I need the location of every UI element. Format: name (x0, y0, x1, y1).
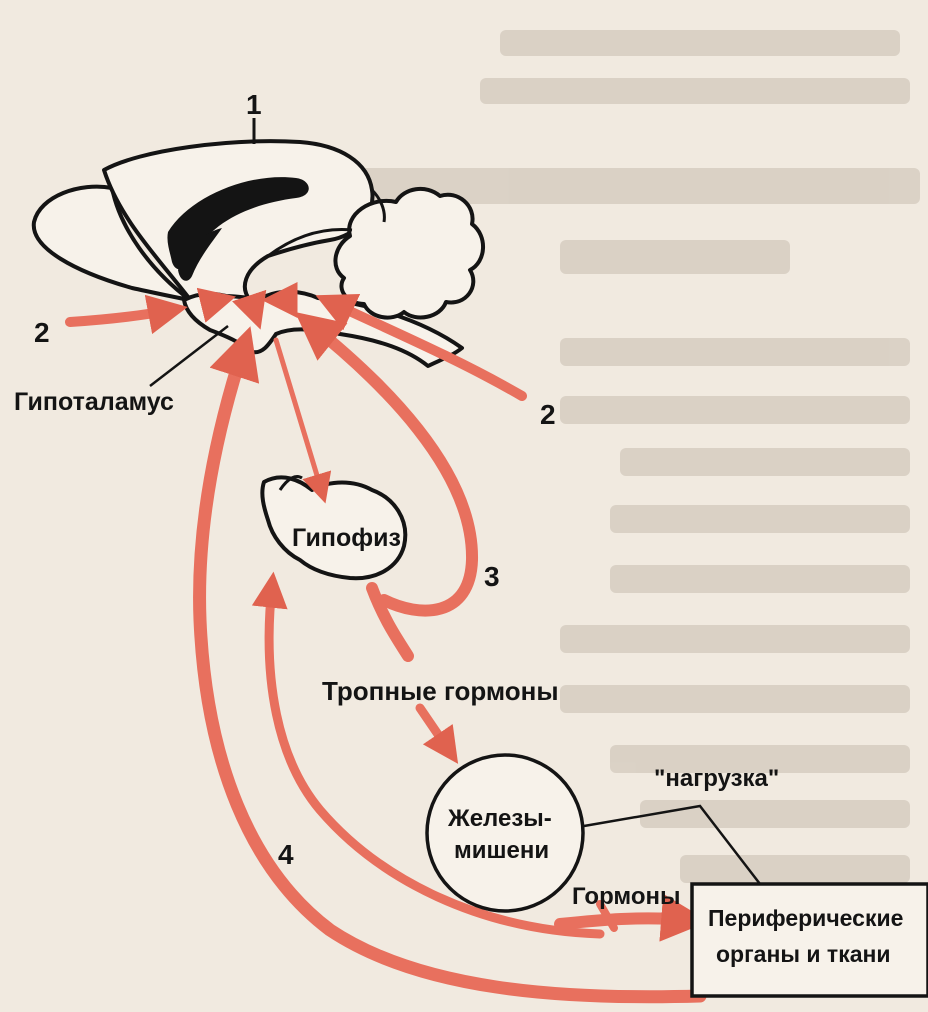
label-peripheral-2: органы и ткани (716, 941, 891, 967)
label-input-left-2: 2 (34, 317, 50, 348)
label-pituitary: Гипофиз (292, 524, 401, 552)
arrow-hormones-to-organs (560, 918, 690, 924)
label-hormones: Гормоны (572, 883, 681, 910)
label-target-glands-1: Железы- (447, 805, 552, 832)
arrow-input-left (70, 310, 172, 322)
label-brain-1: 1 (246, 89, 262, 120)
label-hypothalamus: Гипоталамус (14, 388, 174, 416)
peripheral-organs-box (692, 884, 928, 996)
label-peripheral-1: Периферические (708, 905, 903, 931)
label-feedback-3: 3 (484, 561, 500, 592)
brain-outline (34, 141, 483, 578)
arrow-tropic-to-glands (420, 708, 450, 752)
label-input-right-2: 2 (540, 399, 556, 430)
label-feedback-4: 4 (278, 839, 294, 870)
label-load: "нагрузка" (654, 765, 779, 792)
label-target-glands-2: мишени (454, 837, 549, 864)
arrow-hypothalamus-to-pituitary (276, 340, 322, 492)
target-glands-circle (427, 755, 583, 911)
label-tropic-hormones: Тропные гормоны (322, 676, 559, 706)
